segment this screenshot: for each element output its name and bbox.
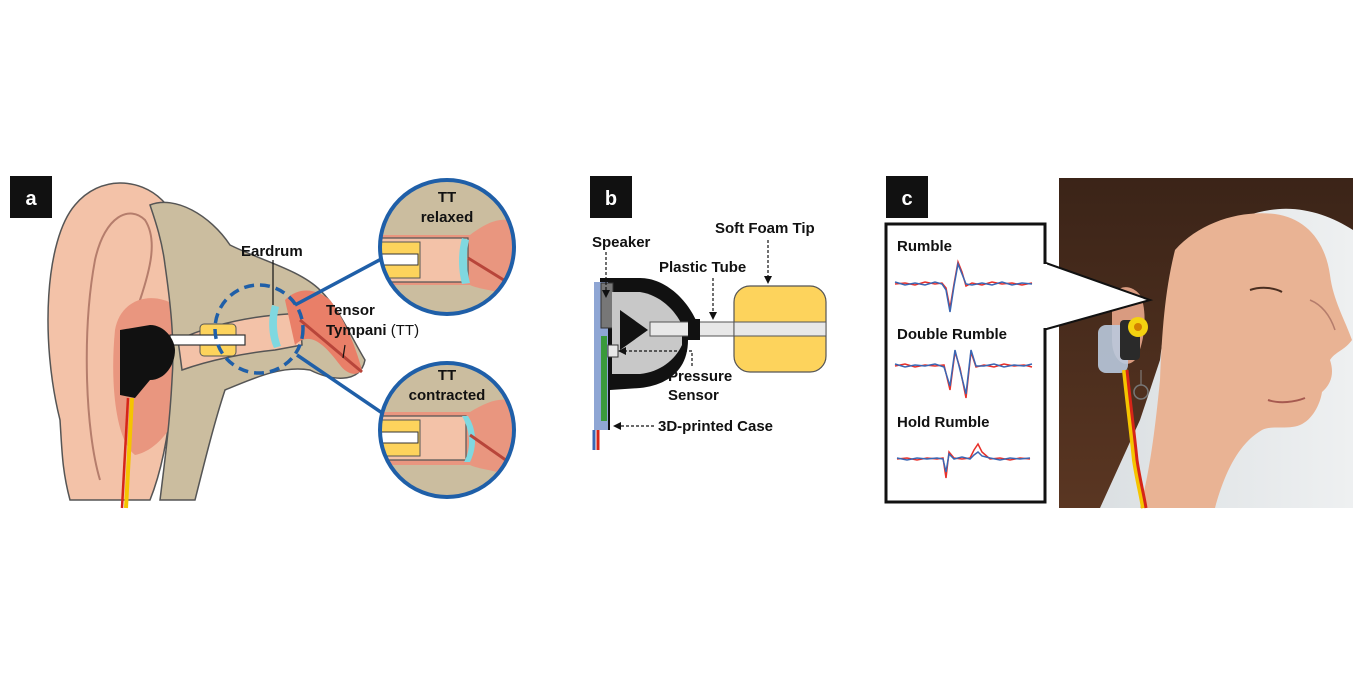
earphone-body-a [120,325,175,398]
tensor-label-line1: Tensor [326,302,375,319]
hold-rumble-label: Hold Rumble [897,414,990,431]
double-rumble-label: Double Rumble [897,326,1007,343]
tube-in-tip [733,321,827,337]
pressure-pointer [622,350,693,366]
tensor-label-normal: (TT) [387,322,419,339]
panel-b-badge [590,176,632,218]
case-label: 3D-printed Case [658,418,773,435]
pressure-label-line1: Pressure [668,368,732,385]
zoom-line-bottom [296,353,389,419]
rumble-signal [894,259,1033,313]
case-nozzle [688,319,700,339]
callout-cover [1041,264,1047,328]
panel-c: c Rumble Double Rumble Hold Rumble [884,176,1353,509]
tube-a [169,334,246,346]
speaker-body [600,282,614,329]
inset-relaxed [378,178,516,316]
plastic-tube-label: Plastic Tube [659,259,746,276]
pcb [601,336,607,421]
cable-red-a [120,397,130,509]
panel-b: b Speaker Soft Foam Tip Plastic Tube Pre… [590,176,827,450]
panel-a-letter: a [25,188,37,210]
tensor-label-bold: Tympani [326,322,387,339]
hold-rumble-signal [896,442,1031,479]
pressure-pointer-head [618,347,626,355]
contracted-label-line2: contracted [409,387,486,404]
speaker-label: Speaker [592,234,651,251]
speaker-cone [612,292,682,374]
contracted-label-line1: TT [438,367,456,384]
tensor-tympani-muscle [299,318,363,374]
pressure-label-line2: Sensor [668,387,719,404]
tensor-label-line2: Tympani (TT) [326,322,419,339]
rumble-label: Rumble [897,238,952,255]
panel-b-letter: b [605,188,617,210]
panel-a: a Eardrum Tensor Tympani (TT) TT relaxed… [10,176,516,509]
speaker-pointer-head [602,290,610,298]
panel-c-letter: c [901,188,912,210]
cable-yellow-a [124,397,134,509]
foam-pointer-head [764,276,772,284]
case-pointer-head [613,422,621,430]
relaxed-label-line2: relaxed [421,209,474,226]
zoom-circle [213,283,305,375]
tensor-pointer [342,344,346,359]
zoom-line-top [294,255,386,307]
inset-contracted [378,361,516,499]
double-rumble-signal [894,349,1033,399]
pressure-sensor-box [607,344,619,358]
air-arrow [620,310,648,350]
panel-a-badge [10,176,52,218]
eardrum-shape [269,305,281,348]
middle-ear [285,290,362,374]
relaxed-label-line1: TT [438,189,456,206]
profile-photo [1059,178,1353,509]
tube-pointer-head [709,312,717,320]
panel-c-badge [886,176,928,218]
eardrum-label: Eardrum [241,243,303,260]
soft-foam-tip-label: Soft Foam Tip [715,220,815,237]
callout-box [884,222,1047,504]
